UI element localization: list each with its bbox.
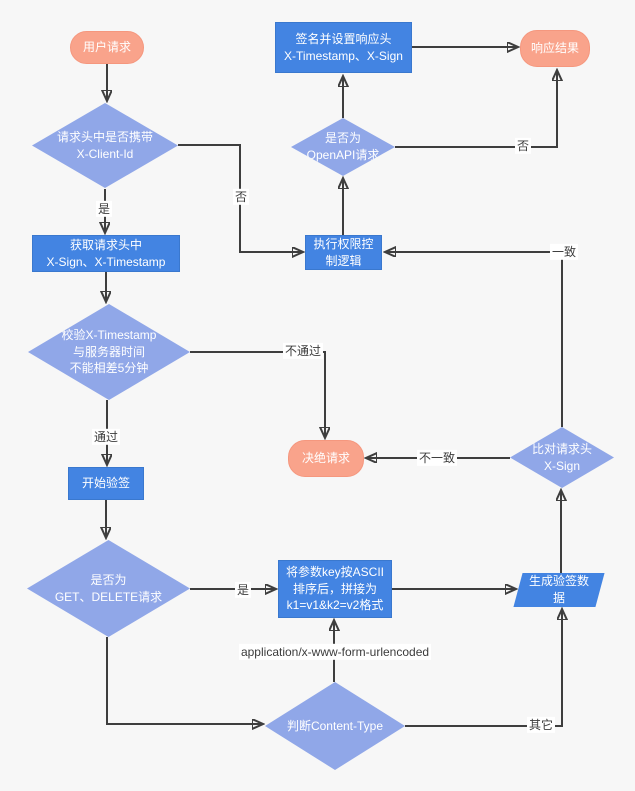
node-compare-sign-label: 比对请求头 X-Sign [531, 441, 592, 473]
edge-label-match: 一致 [549, 243, 579, 261]
node-gen-verify-data-label: 生成验签数据 [528, 574, 589, 605]
edge-is-get-delete-to-check-content-type [106, 637, 262, 724]
node-check-client-id-label: 请求头中是否携带 X-Client-Id [56, 129, 153, 161]
node-exec-permission-label: 执行权限控 制逻辑 [313, 236, 374, 268]
node-sort-params: 将参数key按ASCII 排序后，拼接为 k1=v1&k2=v2格式 [278, 560, 392, 618]
node-start-verify: 开始验签 [68, 467, 144, 500]
node-get-headers-label: 获取请求头中 X-Sign、X-Timestamp [46, 237, 166, 269]
edge-label-yes-2: 是 [234, 581, 252, 599]
edge-is-openapi-no-to-response-result [395, 71, 557, 148]
edge-label-other: 其它 [526, 716, 556, 734]
node-sort-params-label: 将参数key按ASCII 排序后，拼接为 k1=v1&k2=v2格式 [285, 564, 385, 613]
edge-label-mismatch: 不一致 [416, 449, 458, 467]
node-check-content-type-label: 判断Content-Type [286, 718, 384, 733]
edge-label-no-2: 否 [514, 137, 532, 155]
node-sign-response: 签名并设置响应头 X-Timestamp、X-Sign [275, 22, 412, 73]
node-start-verify-label: 开始验签 [81, 476, 130, 491]
edge-label-form-urlencoded: application/x-www-form-urlencoded [238, 643, 432, 661]
node-check-timestamp-label: 校验X-Timestamp 与服务器时间 不能相差5分钟 [61, 327, 157, 376]
node-is-get-delete-label: 是否为 GET、DELETE请求 [54, 572, 163, 604]
node-user-request: 用户请求 [70, 31, 144, 64]
node-response-result-label: 响应结果 [530, 41, 579, 56]
edge-check-timestamp-fail-to-reject [190, 351, 325, 437]
node-is-openapi-label: 是否为 OpenAPI请求 [306, 131, 380, 162]
edge-label-pass: 通过 [91, 428, 121, 446]
node-reject-request-label: 决绝请求 [301, 451, 350, 466]
edge-label-yes-1: 是 [95, 200, 113, 218]
node-get-headers: 获取请求头中 X-Sign、X-Timestamp [32, 235, 180, 272]
edge-compare-sign-match-to-exec-permission [386, 252, 563, 427]
node-response-result: 响应结果 [520, 30, 590, 67]
node-gen-verify-data: 生成验签数据 [513, 573, 605, 607]
node-sign-response-label: 签名并设置响应头 X-Timestamp、X-Sign [284, 31, 403, 63]
node-reject-request: 决绝请求 [288, 440, 364, 477]
node-exec-permission: 执行权限控 制逻辑 [305, 235, 382, 270]
edge-content-type-other-to-gen-verify-data [405, 610, 562, 727]
edge-label-no-1: 否 [232, 188, 250, 206]
node-user-request-label: 用户请求 [82, 40, 131, 55]
edge-label-fail: 不通过 [282, 342, 324, 360]
